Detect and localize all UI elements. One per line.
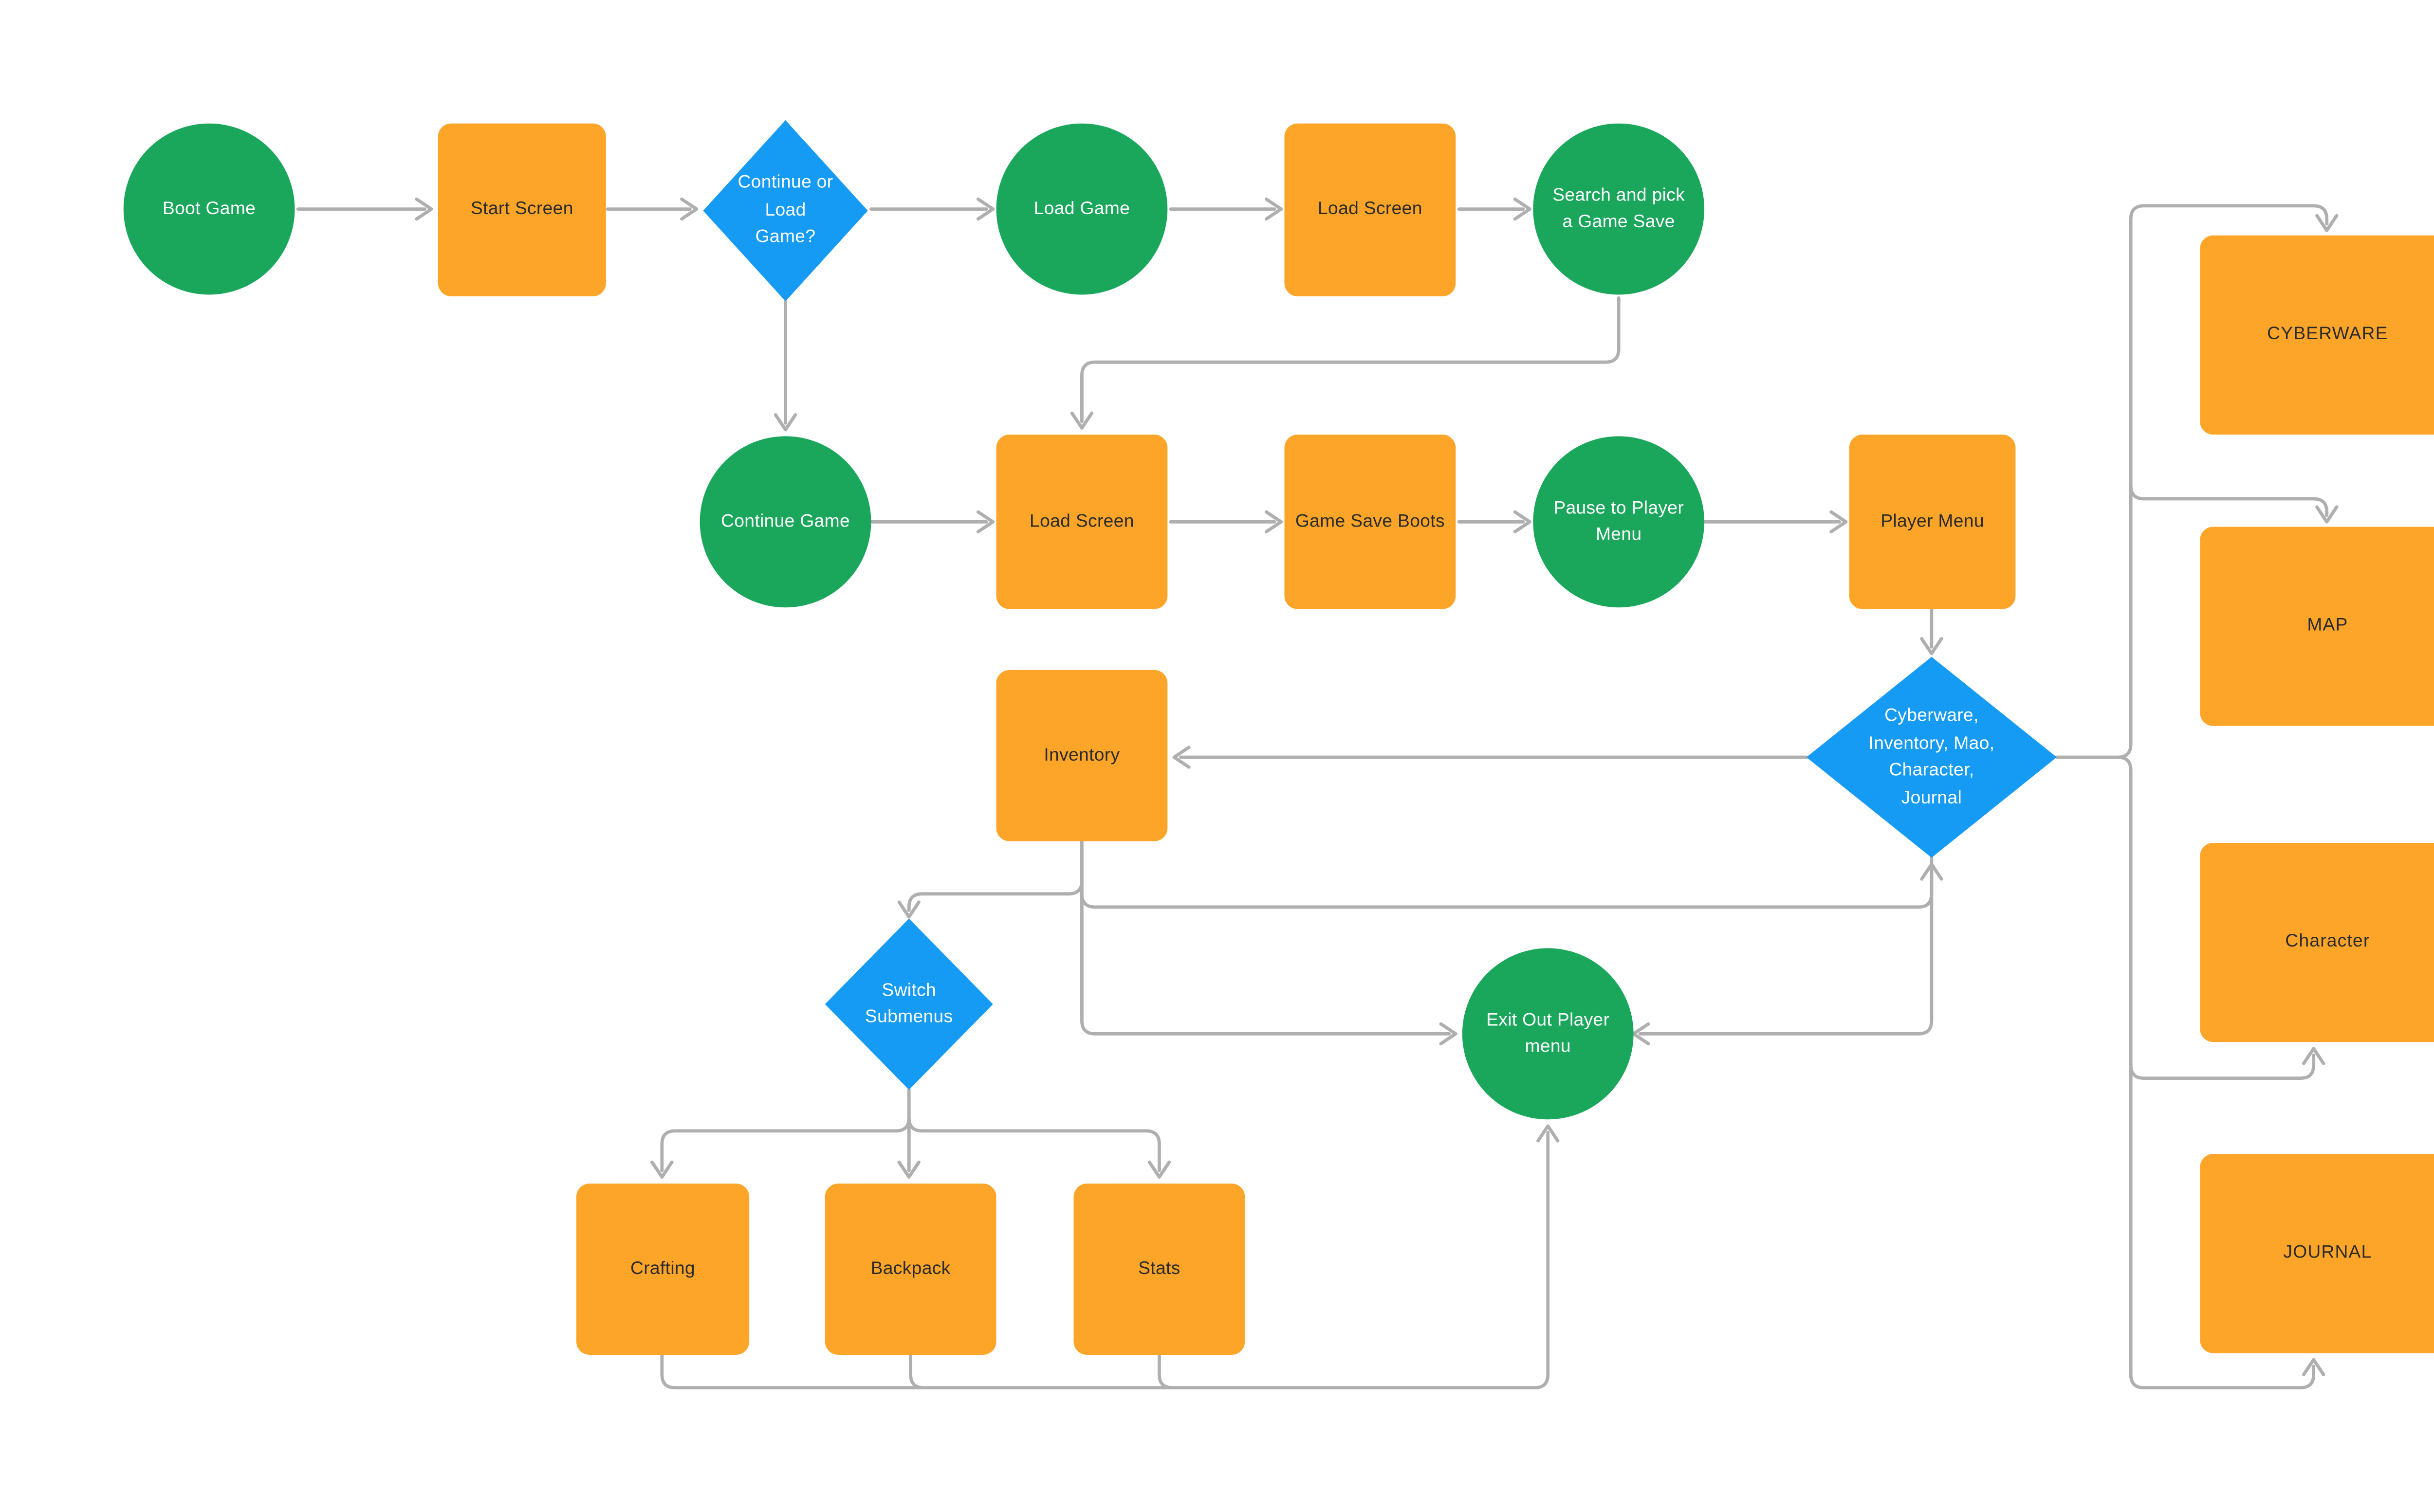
node-pause-to-player-menu[interactable]: Pause to Player Menu — [1533, 436, 1705, 608]
edge-start-to-choice — [606, 197, 699, 221]
node-backpack-label: Backpack — [870, 1258, 951, 1279]
edge-inventory-to-exit — [1080, 839, 1457, 1046]
node-stats-label: Stats — [1138, 1258, 1180, 1279]
node-map[interactable]: MAP — [2200, 527, 2434, 726]
node-exit-player-menu-label: Exit Out Player menu — [1486, 1010, 1610, 1057]
node-load-screen-2[interactable]: Load Screen — [996, 435, 1168, 609]
edge-switch-to-stats — [907, 1116, 1171, 1179]
node-continue-game[interactable]: Continue Game — [700, 436, 871, 608]
node-boot-game-label: Boot Game — [162, 199, 256, 219]
node-player-menu-label: Player Menu — [1881, 511, 1984, 531]
edge-continuegame-to-loadscreen2 — [869, 510, 995, 533]
node-continue-or-load-label: Continue or Load Game? — [738, 173, 833, 248]
node-load-game-label: Load Game — [1033, 199, 1130, 219]
edge-bracket-to-map — [2129, 484, 2339, 524]
node-player-menu[interactable]: Player Menu — [1849, 435, 2016, 609]
edge-gamesaveboots-to-pause — [1457, 510, 1531, 533]
node-stats[interactable]: Stats — [1073, 1184, 1245, 1355]
edge-switch-to-backpack — [897, 1088, 921, 1179]
node-character-label: Character — [2285, 932, 2370, 952]
edge-inventory-to-switchsubmenus — [897, 879, 1084, 919]
edge-switch-to-crafting — [650, 1116, 911, 1179]
node-character[interactable]: Character — [2200, 842, 2434, 1042]
node-journal-label: JOURNAL — [2283, 1243, 2372, 1263]
node-search-pick-save[interactable]: Search and pick a Game Save — [1533, 123, 1705, 295]
node-game-save-boots-label: Game Save Boots — [1295, 511, 1445, 531]
edge-choice-to-loadgame — [869, 197, 995, 221]
edge-bracket-to-journal — [2116, 755, 2325, 1389]
node-crafting[interactable]: Crafting — [576, 1184, 750, 1355]
edge-boot-to-start — [296, 197, 433, 221]
node-load-game[interactable]: Load Game — [996, 123, 1168, 295]
edge-backpack-merge — [909, 1353, 926, 1389]
edge-bracket-to-cyberware — [2116, 204, 2339, 759]
node-load-screen-1[interactable]: Load Screen — [1284, 123, 1456, 296]
edge-playermenu-to-menuchoice — [1920, 607, 1943, 656]
edge-pause-to-playermenu — [1702, 510, 1848, 533]
edge-stats-merge — [1158, 1353, 1174, 1389]
node-continue-game-label: Continue Game — [721, 511, 850, 531]
node-start-screen-label: Start Screen — [470, 200, 573, 219]
node-load-screen-1-label: Load Screen — [1318, 200, 1422, 219]
edge-inventory-to-menuchoice — [1080, 862, 1943, 909]
node-menu-choice-label: Cyberware, Inventory, Mao, Character, Jo… — [1868, 706, 1995, 808]
node-inventory[interactable]: Inventory — [996, 670, 1168, 841]
node-search-pick-save-label: Search and pick a Game Save — [1552, 185, 1685, 232]
edge-loadgame-to-loadscreen1 — [1169, 197, 1283, 221]
node-switch-submenus-label: Switch Submenus — [865, 980, 953, 1027]
edge-loadscreen2-to-gamesaveboots — [1169, 510, 1283, 533]
node-map-label: MAP — [2307, 616, 2348, 636]
edge-choice-to-continuegame — [774, 299, 797, 432]
node-boot-game[interactable]: Boot Game — [123, 123, 295, 295]
node-journal[interactable]: JOURNAL — [2200, 1154, 2434, 1353]
edge-searchsave-to-loadscreen2 — [1070, 296, 1621, 430]
edge-crafting-merge-to-exit — [660, 1124, 1560, 1389]
node-start-screen[interactable]: Start Screen — [438, 123, 606, 296]
node-exit-player-menu[interactable]: Exit Out Player menu — [1462, 948, 1634, 1120]
edge-bracket-to-character — [2129, 1047, 2325, 1080]
edge-menuchoice-to-inventory — [1172, 746, 1808, 769]
node-pause-to-player-menu-label: Pause to Player Menu — [1553, 498, 1684, 545]
node-game-save-boots[interactable]: Game Save Boots — [1284, 435, 1456, 609]
node-inventory-label: Inventory — [1044, 745, 1120, 765]
node-load-screen-2-label: Load Screen — [1030, 511, 1134, 531]
edge-menuchoice-to-exit — [1632, 856, 1934, 1046]
node-backpack[interactable]: Backpack — [825, 1184, 996, 1355]
node-cyberware[interactable]: CYBERWARE — [2200, 235, 2434, 435]
edge-loadscreen1-to-searchsave — [1457, 197, 1531, 221]
node-crafting-label: Crafting — [630, 1258, 696, 1279]
node-cyberware-label: CYBERWARE — [2267, 325, 2388, 345]
